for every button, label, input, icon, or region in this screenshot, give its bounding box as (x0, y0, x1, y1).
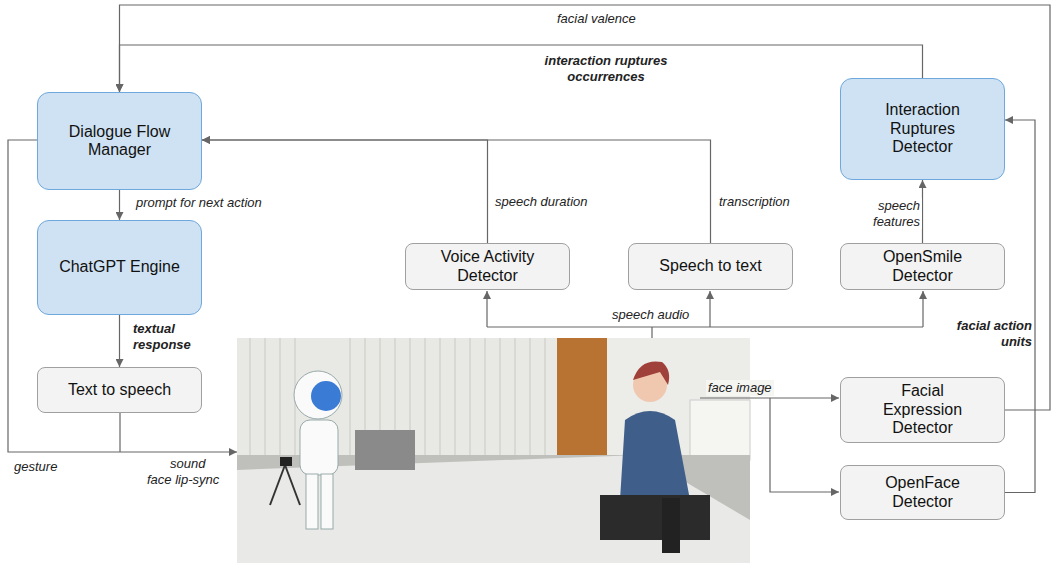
detector-box: Interaction Ruptures Detector (840, 78, 1005, 180)
box-label: Facial Expression Detector (873, 382, 972, 437)
process-box: OpenSmile Detector (840, 243, 1005, 290)
connector-arrow (202, 140, 711, 243)
box-label: Dialogue Flow Manager (58, 123, 181, 160)
edge-label: textual response (131, 321, 215, 352)
process-box: Voice Activity Detector (405, 243, 570, 290)
engine-box: ChatGPT Engine (37, 220, 202, 315)
manager-box: Dialogue Flow Manager (37, 92, 202, 190)
connector-arrow (120, 5, 1051, 410)
edge-label: facial valence (555, 11, 659, 27)
box-label: OpenSmile Detector (861, 248, 984, 285)
process-box: OpenFace Detector (840, 465, 1005, 520)
connector-arrow (1005, 120, 1035, 493)
edge-label: prompt for next action (134, 195, 298, 211)
process-box: Speech to text (628, 243, 793, 290)
box-label: Speech to text (659, 257, 761, 275)
connector-arrow (119, 190, 120, 220)
signal-label: speech audio (610, 307, 691, 323)
process-box: Facial Expression Detector (840, 377, 1005, 442)
signal-label: face image (706, 380, 774, 396)
edge-label: speech duration (493, 194, 607, 210)
connector-arrow (120, 45, 923, 92)
connector-arrow (922, 180, 923, 243)
connector-arrow (119, 315, 120, 367)
edge-label: transcription (717, 194, 821, 210)
signal-label: gesture (12, 459, 59, 475)
box-label: Text to speech (68, 381, 171, 399)
box-label: Interaction Ruptures Detector (861, 101, 984, 156)
process-box: Text to speech (37, 367, 202, 413)
edge-label: facial action units (944, 318, 1034, 349)
image-wires (700, 398, 839, 492)
signal-label: sound (168, 456, 207, 472)
edge-label: interaction ruptures occurrences (540, 53, 672, 84)
edge-label: speech features (858, 198, 922, 229)
photo-illustration (237, 338, 750, 563)
box-label: Voice Activity Detector (426, 248, 549, 285)
signal-label: face lip-sync (145, 472, 221, 488)
box-label: ChatGPT Engine (59, 258, 180, 276)
box-label: OpenFace Detector (861, 474, 984, 511)
audio-wires (487, 291, 923, 338)
connector-arrow (202, 140, 488, 243)
